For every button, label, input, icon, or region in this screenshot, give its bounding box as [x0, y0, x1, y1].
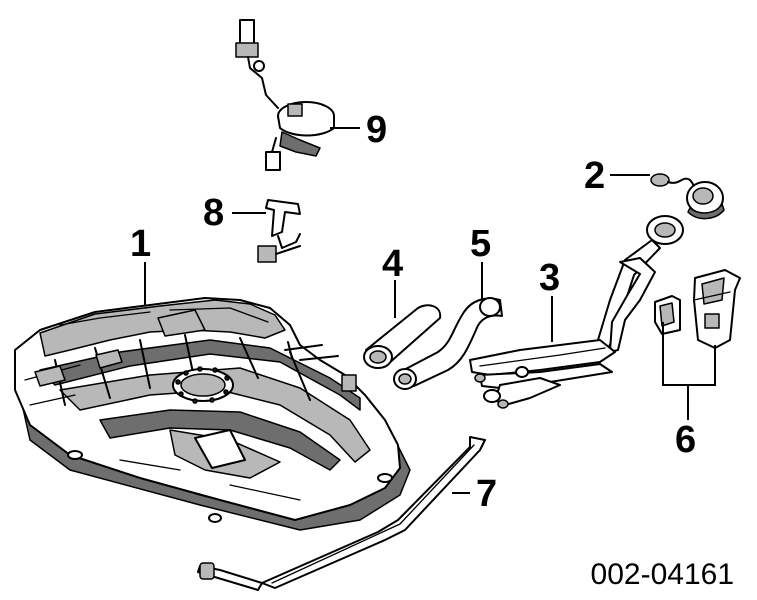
brackets-part-6 — [654, 269, 741, 349]
hose-part-4 — [363, 304, 442, 369]
filler-neck-part-3 — [469, 215, 684, 409]
callout-8: 8 — [203, 192, 224, 234]
callout-7: 7 — [476, 473, 497, 515]
callout-6: 6 — [675, 419, 696, 461]
callout-9: 9 — [366, 109, 387, 151]
hose-part-5 — [393, 297, 503, 390]
figure-code: 002-04161 — [591, 558, 734, 591]
leader-lines — [144, 127, 716, 494]
filler-cap-part-2 — [650, 173, 725, 220]
callout-5: 5 — [470, 223, 491, 265]
sender-unit-part-8 — [257, 199, 301, 263]
callout-1: 1 — [130, 223, 151, 265]
callout-4: 4 — [382, 243, 403, 285]
fuel-tank-part-1 — [14, 297, 411, 531]
fuel-pump-part-9 — [235, 19, 335, 171]
callout-3: 3 — [539, 257, 560, 299]
callout-2: 2 — [584, 155, 605, 197]
tank-strap-part-7 — [197, 436, 486, 591]
